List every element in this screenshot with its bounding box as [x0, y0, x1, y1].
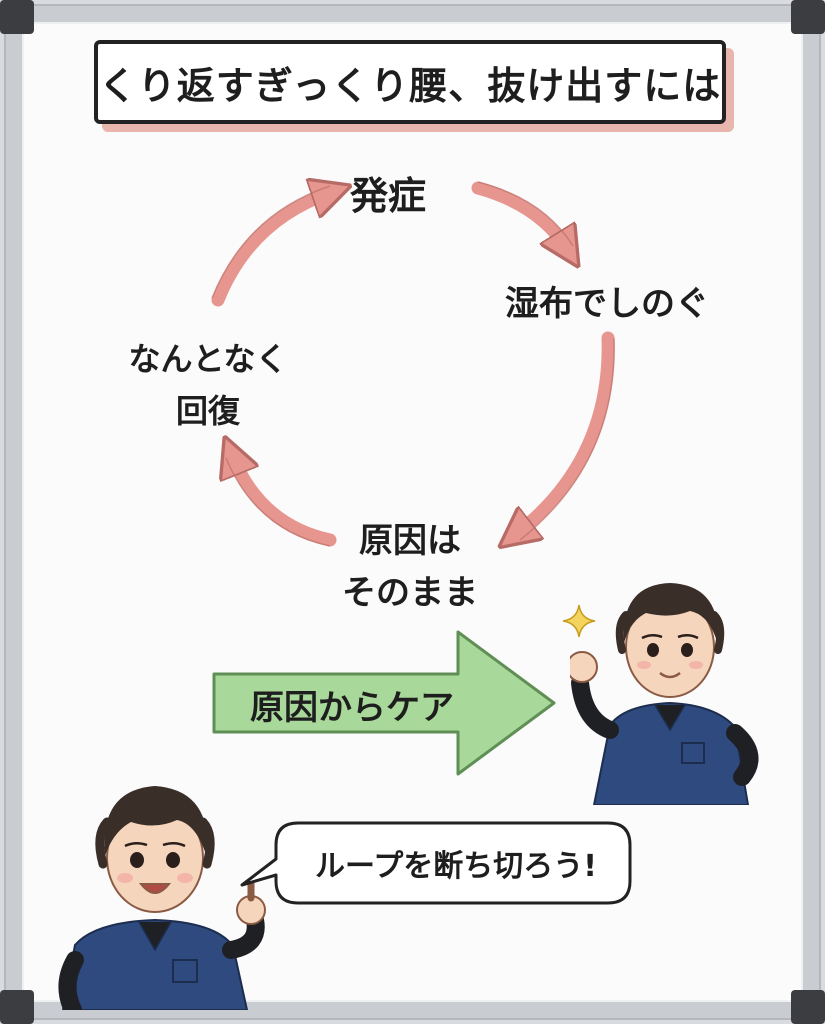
frame-corner	[0, 0, 34, 34]
cause-line-2: そのまま	[342, 573, 478, 613]
cycle-label-onset: 発症	[350, 174, 427, 218]
title-box: くり返すぎっくり腰、抜け出すには	[94, 40, 726, 124]
frame-corner	[791, 0, 825, 34]
solution-label: 原因からケア	[250, 687, 454, 728]
arrow-onset-to-patch	[471, 181, 568, 250]
arrow-cause-to-recover	[232, 455, 337, 547]
cycle-label-recover: なんとなく 回復	[108, 333, 308, 437]
frame-corner	[791, 990, 825, 1024]
sparkle-icon	[562, 604, 596, 638]
recover-line-1: なんとなく	[128, 340, 288, 378]
cycle-label-cause: 原因は そのまま	[320, 515, 500, 619]
cause-line-1: 原因は	[359, 521, 461, 561]
arrow-recover-to-onset	[211, 192, 332, 307]
character-thumbs-up	[58, 786, 266, 1010]
frame-corner	[0, 990, 34, 1024]
cycle-label-patch: 湿布でしのぐ	[505, 284, 709, 324]
page-title: くり返すぎっくり腰、抜け出すには	[98, 63, 722, 108]
character-fist-pump	[570, 583, 759, 805]
speech-text: ループを断ち切ろう!	[315, 849, 597, 884]
green-arrow	[212, 630, 556, 776]
arrow-patch-to-cause	[515, 331, 615, 535]
speech-bubble	[240, 821, 632, 905]
recover-line-2: 回復	[175, 392, 240, 430]
